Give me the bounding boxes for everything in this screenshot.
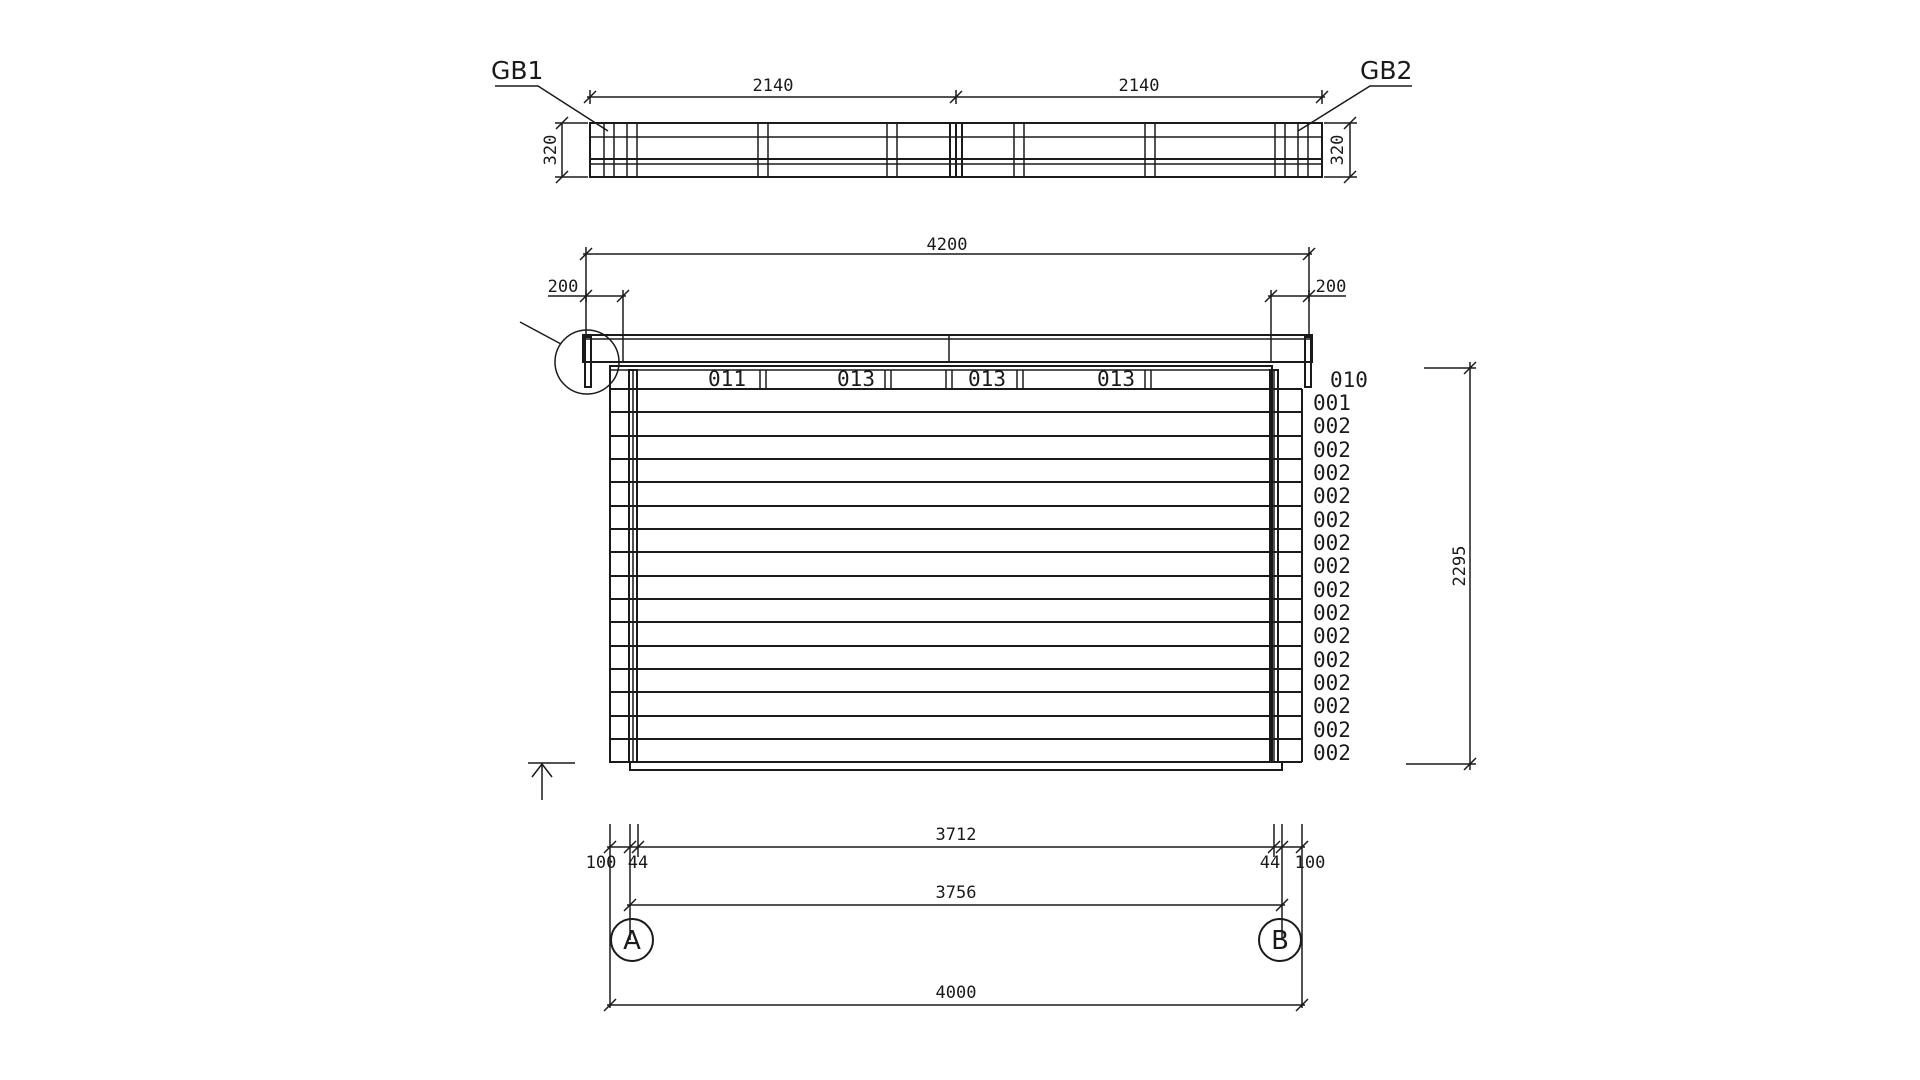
wall-log-label: 002 — [1313, 554, 1351, 578]
detail-circle — [554, 329, 620, 395]
top-plate-slots — [610, 369, 1272, 389]
roof-board — [582, 334, 1313, 388]
wall-log-label: 002 — [1313, 508, 1351, 532]
roof-overhang-left-dimension — [548, 289, 630, 362]
wall-log-label: 002 — [1313, 438, 1351, 462]
gable-height-dimension-right — [1324, 116, 1357, 184]
corner-posts — [628, 369, 1279, 763]
left-inner-text: 44 — [628, 853, 648, 873]
gb2-label: GB2 — [1360, 56, 1412, 85]
top-part-label: 011 — [708, 367, 746, 391]
wall-height-text: 2295 — [1450, 546, 1470, 587]
roof-width-text: 4200 — [927, 235, 968, 255]
wall-log-label: 002 — [1313, 718, 1351, 742]
right-outer-text: 100 — [1295, 853, 1326, 873]
wall-log-label: 002 — [1313, 484, 1351, 508]
wall-height-dimension — [1406, 361, 1477, 771]
wall-log-label: 002 — [1313, 671, 1351, 695]
detail-leader-line — [519, 321, 562, 345]
top-part-label: 013 — [968, 367, 1006, 391]
roof-overhang-left-text: 200 — [548, 277, 579, 297]
axis-b-label: B — [1271, 926, 1289, 956]
gable-height-dimension-left — [555, 116, 588, 184]
wall-log-label: 002 — [1313, 741, 1351, 765]
axis-a-label: A — [623, 926, 641, 956]
wall-log-label: 002 — [1313, 694, 1351, 718]
wall-log-label: 002 — [1313, 624, 1351, 648]
roof-overhang-right-text: 200 — [1316, 277, 1347, 297]
wall-log-label: 002 — [1313, 414, 1351, 438]
roof-overhang-right-dimension — [1264, 289, 1346, 362]
wall-log-label: 002 — [1313, 601, 1351, 625]
gable-strip: 2140 2140 320 320 GB1 GB2 — [491, 56, 1412, 184]
axis-span-text: 3756 — [936, 883, 977, 903]
wall-log-label: 002 — [1313, 461, 1351, 485]
gable-right-height-text: 320 — [1328, 135, 1348, 166]
axis-marker-b — [1258, 918, 1302, 962]
wall-elevation: 011 013 013 013 010 — [528, 361, 1477, 800]
section-arrow-icon — [528, 762, 575, 800]
wall-log-label: 002 — [1313, 648, 1351, 672]
bottom-dimensions — [603, 824, 1309, 1012]
wall-log-label: 001 — [1313, 391, 1351, 415]
top-part-label: 013 — [837, 367, 875, 391]
bottom-sill — [629, 761, 1283, 771]
wall-log-label: 002 — [1313, 578, 1351, 602]
axis-marker-a — [610, 918, 654, 962]
gable-left-height-text: 320 — [541, 135, 561, 166]
gable-posts — [603, 123, 1309, 177]
roof-width-dimension — [579, 247, 1316, 336]
gable-right-width-text: 2140 — [1119, 76, 1160, 96]
log-courses — [611, 411, 1302, 763]
inner-span-text: 3712 — [936, 825, 977, 845]
left-outer-text: 100 — [586, 853, 617, 873]
gb1-label: GB1 — [491, 56, 543, 85]
gb1-leader-line — [495, 85, 609, 132]
right-inner-text: 44 — [1260, 853, 1280, 873]
side-part-label: 010 — [1330, 368, 1368, 392]
gable-width-dimension — [583, 90, 1329, 104]
gb2-leader-line — [1297, 85, 1412, 132]
wall-log-label: 002 — [1313, 531, 1351, 555]
wall-log-labels: 001 002 002 002 002 002 002 002 002 002 … — [1313, 391, 1351, 765]
top-part-label: 013 — [1097, 367, 1135, 391]
gable-left-width-text: 2140 — [753, 76, 794, 96]
overall-width-text: 4000 — [936, 983, 977, 1003]
